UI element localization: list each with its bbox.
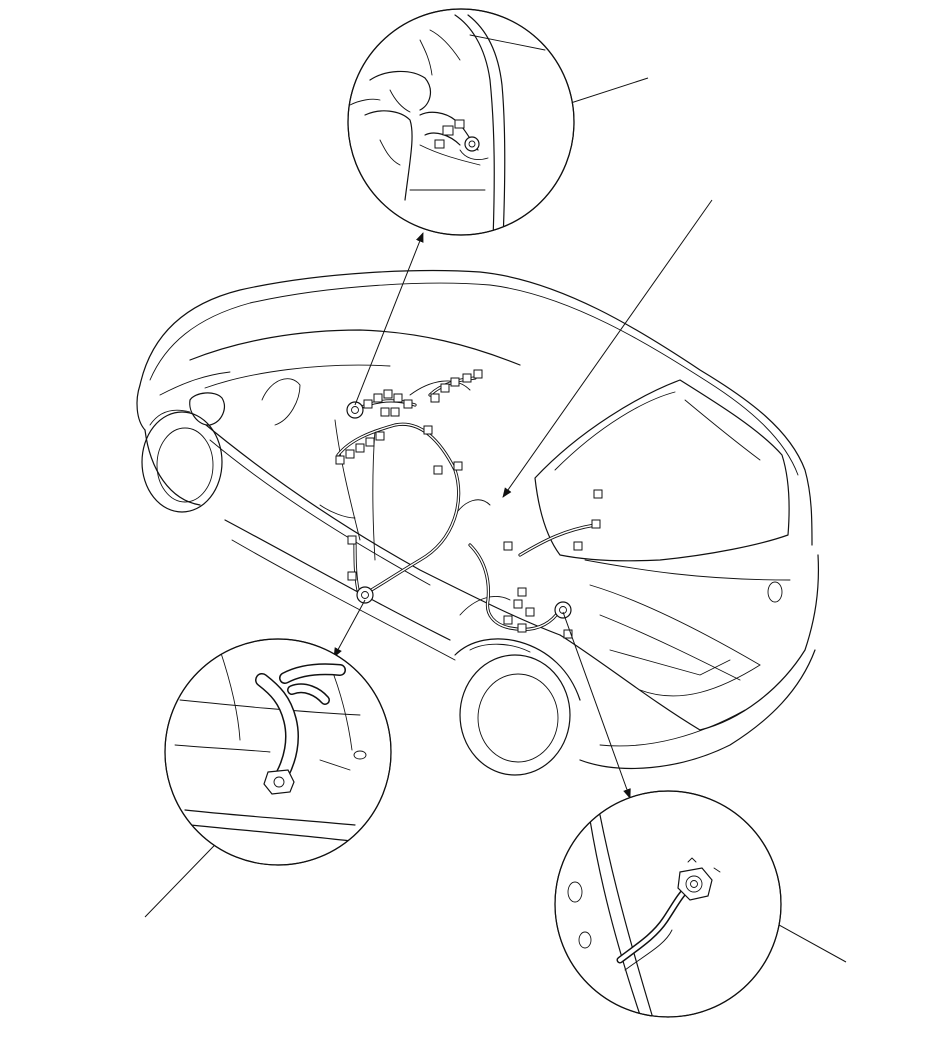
connector-icon: [518, 588, 526, 596]
connector-icon: [451, 378, 459, 386]
connector-group: [336, 370, 602, 638]
ground-point-rear: [555, 602, 571, 618]
connector-icon: [404, 400, 412, 408]
arrow-to-pillar-detail: [333, 600, 365, 658]
detail-rear-ground: [555, 791, 781, 1017]
connector-icon: [348, 572, 356, 580]
connector-icon: [366, 438, 374, 446]
arrow-to-roof-detail: [355, 232, 423, 405]
connector-icon: [526, 608, 534, 616]
connector-icon: [364, 400, 372, 408]
connector-icon: [376, 432, 384, 440]
connector-icon: [391, 408, 399, 416]
connector-icon: [384, 390, 392, 398]
connector-icon: [504, 542, 512, 550]
connector-icon: [504, 616, 512, 624]
connector-icon: [424, 426, 432, 434]
connector-icon: [463, 374, 471, 382]
connector-icon: [518, 624, 526, 632]
connector-icon: [431, 394, 439, 402]
connector-icon: [474, 370, 482, 378]
leader-line-harness: [502, 200, 712, 498]
car-body-outline: [137, 271, 818, 775]
connector-icon: [454, 462, 462, 470]
connector-icon: [441, 384, 449, 392]
connector-icon: [514, 600, 522, 608]
connector-icon: [356, 444, 364, 452]
connector-icon: [381, 408, 389, 416]
connector-icon: [434, 466, 442, 474]
detail-left-pillar-ground: [165, 639, 391, 865]
arrow-to-rear-detail: [563, 612, 631, 799]
detail-roof-ground: [348, 9, 574, 240]
connector-icon: [374, 394, 382, 402]
connector-icon: [346, 450, 354, 458]
connector-icon: [594, 490, 602, 498]
connector-icon: [574, 542, 582, 550]
ground-point-roof: [347, 402, 363, 418]
connector-icon: [336, 456, 344, 464]
connector-icon: [564, 630, 572, 638]
connector-icon: [592, 520, 600, 528]
connector-icon: [348, 536, 356, 544]
ground-point-pillar: [357, 587, 373, 603]
ground-points: [347, 402, 571, 618]
connector-icon: [394, 394, 402, 402]
